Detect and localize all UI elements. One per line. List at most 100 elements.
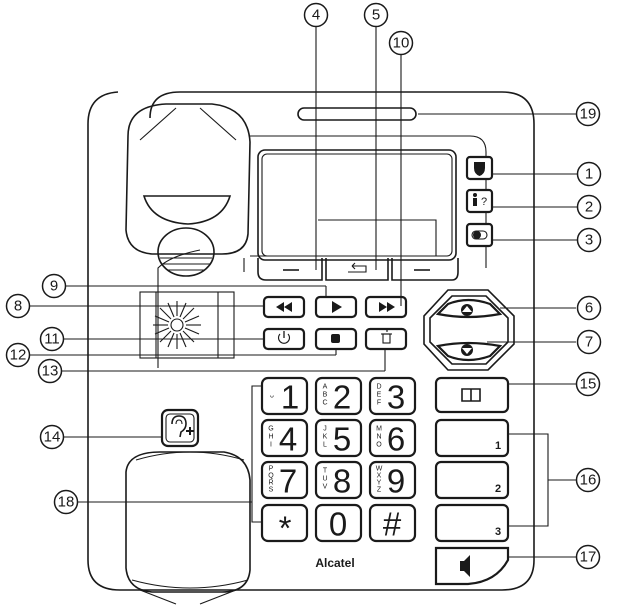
key-4[interactable]: G H I 4 xyxy=(260,418,309,458)
key-5[interactable]: J K L 5 xyxy=(314,418,363,458)
power-button[interactable] xyxy=(262,327,306,351)
phone-base xyxy=(87,91,535,591)
back-arrow-icon xyxy=(348,262,367,273)
play-button[interactable] xyxy=(314,295,358,319)
hearing-boost-button[interactable] xyxy=(160,408,200,448)
fast-forward-icon xyxy=(379,302,395,312)
svg-text:13: 13 xyxy=(42,363,59,380)
svg-text:?: ? xyxy=(481,196,487,208)
callout-16: 16 xyxy=(575,467,601,493)
callout-2: 2 xyxy=(576,194,602,220)
key-3-sub-c: F xyxy=(377,400,381,407)
key-8-sub-c: V xyxy=(323,484,328,491)
stop-icon xyxy=(331,334,340,343)
svg-text:9: 9 xyxy=(50,278,58,295)
help-caller-button[interactable]: ? xyxy=(465,188,494,214)
key-1[interactable]: ᴗ 1 xyxy=(260,376,309,416)
svg-text:6: 6 xyxy=(585,300,593,317)
svg-text:15: 15 xyxy=(580,376,597,393)
key-9-sub-b: X xyxy=(377,473,382,480)
key-6-sub-c: O xyxy=(376,442,382,449)
key-8-label: 8 xyxy=(333,463,351,500)
key-0-label: 0 xyxy=(329,506,347,543)
callout-19: 19 xyxy=(575,101,601,127)
svg-text:14: 14 xyxy=(44,429,61,446)
callout-4: 4 xyxy=(303,2,329,28)
handset[interactable] xyxy=(125,103,251,605)
svg-text:11: 11 xyxy=(44,331,60,348)
key-9-sub-d: Z xyxy=(377,487,382,494)
key-5-sub-b: K xyxy=(323,434,328,441)
key-6[interactable]: M N O 6 xyxy=(368,418,417,458)
toggle-button[interactable] xyxy=(465,222,494,248)
play-icon xyxy=(332,301,342,313)
key-1-label: 1 xyxy=(281,379,299,416)
svg-text:1: 1 xyxy=(585,166,593,183)
ringer-led xyxy=(297,107,417,121)
key-hash-label: # xyxy=(383,506,402,543)
callout-5: 5 xyxy=(363,2,389,28)
memory-button-1[interactable]: 1 xyxy=(434,418,510,458)
svg-text:7: 7 xyxy=(585,334,593,351)
key-8[interactable]: T U V 8 xyxy=(314,460,363,500)
callout-12: 12 xyxy=(5,342,31,368)
key-0[interactable]: 0 xyxy=(314,503,363,543)
memory-button-3[interactable]: 3 xyxy=(434,503,510,543)
call-block-icon xyxy=(474,162,485,176)
speaker-icon xyxy=(460,555,470,577)
key-3[interactable]: D E F 3 xyxy=(368,376,417,416)
key-2-sub-a: A xyxy=(323,384,328,391)
key-6-sub-a: M xyxy=(376,426,382,433)
key-9-sub-c: Y xyxy=(377,480,382,487)
key-4-label: 4 xyxy=(279,421,297,458)
svg-text:16: 16 xyxy=(580,472,597,489)
speaker-button[interactable] xyxy=(434,546,510,586)
svg-text:19: 19 xyxy=(580,106,597,123)
key-3-sub-a: D xyxy=(376,384,381,391)
key-2-sub-b: B xyxy=(323,392,328,399)
svg-text:3: 3 xyxy=(585,232,593,249)
key-8-sub-a: T xyxy=(323,468,328,475)
key-2[interactable]: A B C 2 xyxy=(314,376,363,416)
memory-1-label: 1 xyxy=(495,440,501,452)
key-hash[interactable]: # xyxy=(368,503,417,543)
key-8-sub-b: U xyxy=(322,476,327,483)
call-block-button[interactable] xyxy=(465,155,494,181)
soft-key-right[interactable] xyxy=(394,260,452,278)
memory-button-2[interactable]: 2 xyxy=(434,460,510,500)
fast-forward-button[interactable] xyxy=(364,295,408,319)
key-1-sub: ᴗ xyxy=(270,393,274,400)
callout-1: 1 xyxy=(576,161,602,187)
nav-rocker xyxy=(423,289,515,371)
power-icon xyxy=(277,331,291,344)
key-5-label: 5 xyxy=(333,421,351,458)
phonebook-button[interactable] xyxy=(434,376,510,414)
stop-button[interactable] xyxy=(314,327,358,351)
callout-13: 13 xyxy=(37,358,63,384)
svg-text:10: 10 xyxy=(393,35,410,52)
key-2-sub-c: C xyxy=(322,400,327,407)
leader-lines xyxy=(30,27,577,558)
soft-keys xyxy=(257,258,459,281)
callout-6: 6 xyxy=(576,295,602,321)
key-7[interactable]: P Q R S 7 xyxy=(260,460,309,500)
callout-9: 9 xyxy=(41,273,67,299)
speaker-grille xyxy=(139,291,235,359)
key-2-label: 2 xyxy=(333,379,351,416)
key-4-sub-c: I xyxy=(270,442,272,449)
key-5-sub-c: L xyxy=(323,442,327,449)
soft-key-left[interactable] xyxy=(262,260,320,278)
down-button[interactable] xyxy=(435,341,503,362)
back-key[interactable] xyxy=(328,260,386,278)
down-arrow-icon xyxy=(462,348,472,354)
memory-3-label: 3 xyxy=(495,526,501,538)
rewind-button[interactable] xyxy=(262,295,306,319)
callout-11: 11 xyxy=(39,326,65,352)
svg-text:17: 17 xyxy=(580,549,597,566)
key-star[interactable]: * xyxy=(260,503,309,547)
trash-icon xyxy=(381,330,392,344)
delete-button[interactable] xyxy=(364,327,408,351)
key-9[interactable]: W X Y Z 9 xyxy=(368,460,417,500)
up-button[interactable] xyxy=(435,298,503,319)
